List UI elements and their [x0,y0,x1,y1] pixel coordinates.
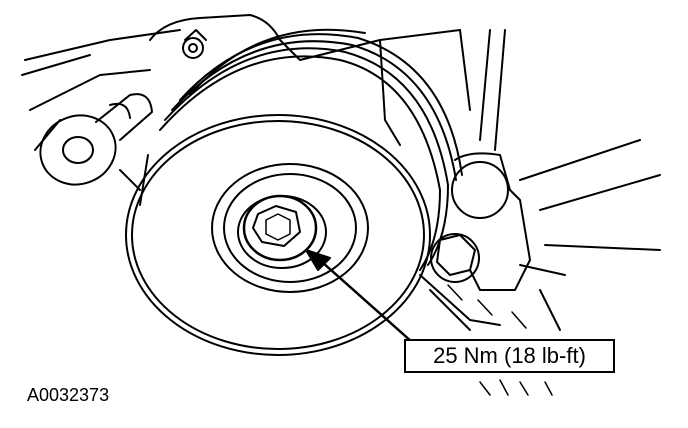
figure-id-label: A0032373 [27,385,110,405]
mounting-bolt [430,233,480,283]
pulley [125,114,431,356]
hatch-marks [447,284,553,396]
torque-callout: 25 Nm (18 lb-ft) [404,339,615,373]
pulley-grooves [159,28,463,271]
leader-arrow-icon [305,249,414,344]
torque-label: 25 Nm (18 lb-ft) [433,343,586,368]
engine-bracket [21,14,661,331]
tensioner-body [419,152,531,331]
upper-stud [182,29,207,59]
hex-bolt-icon [242,194,318,262]
left-boss [39,93,153,186]
